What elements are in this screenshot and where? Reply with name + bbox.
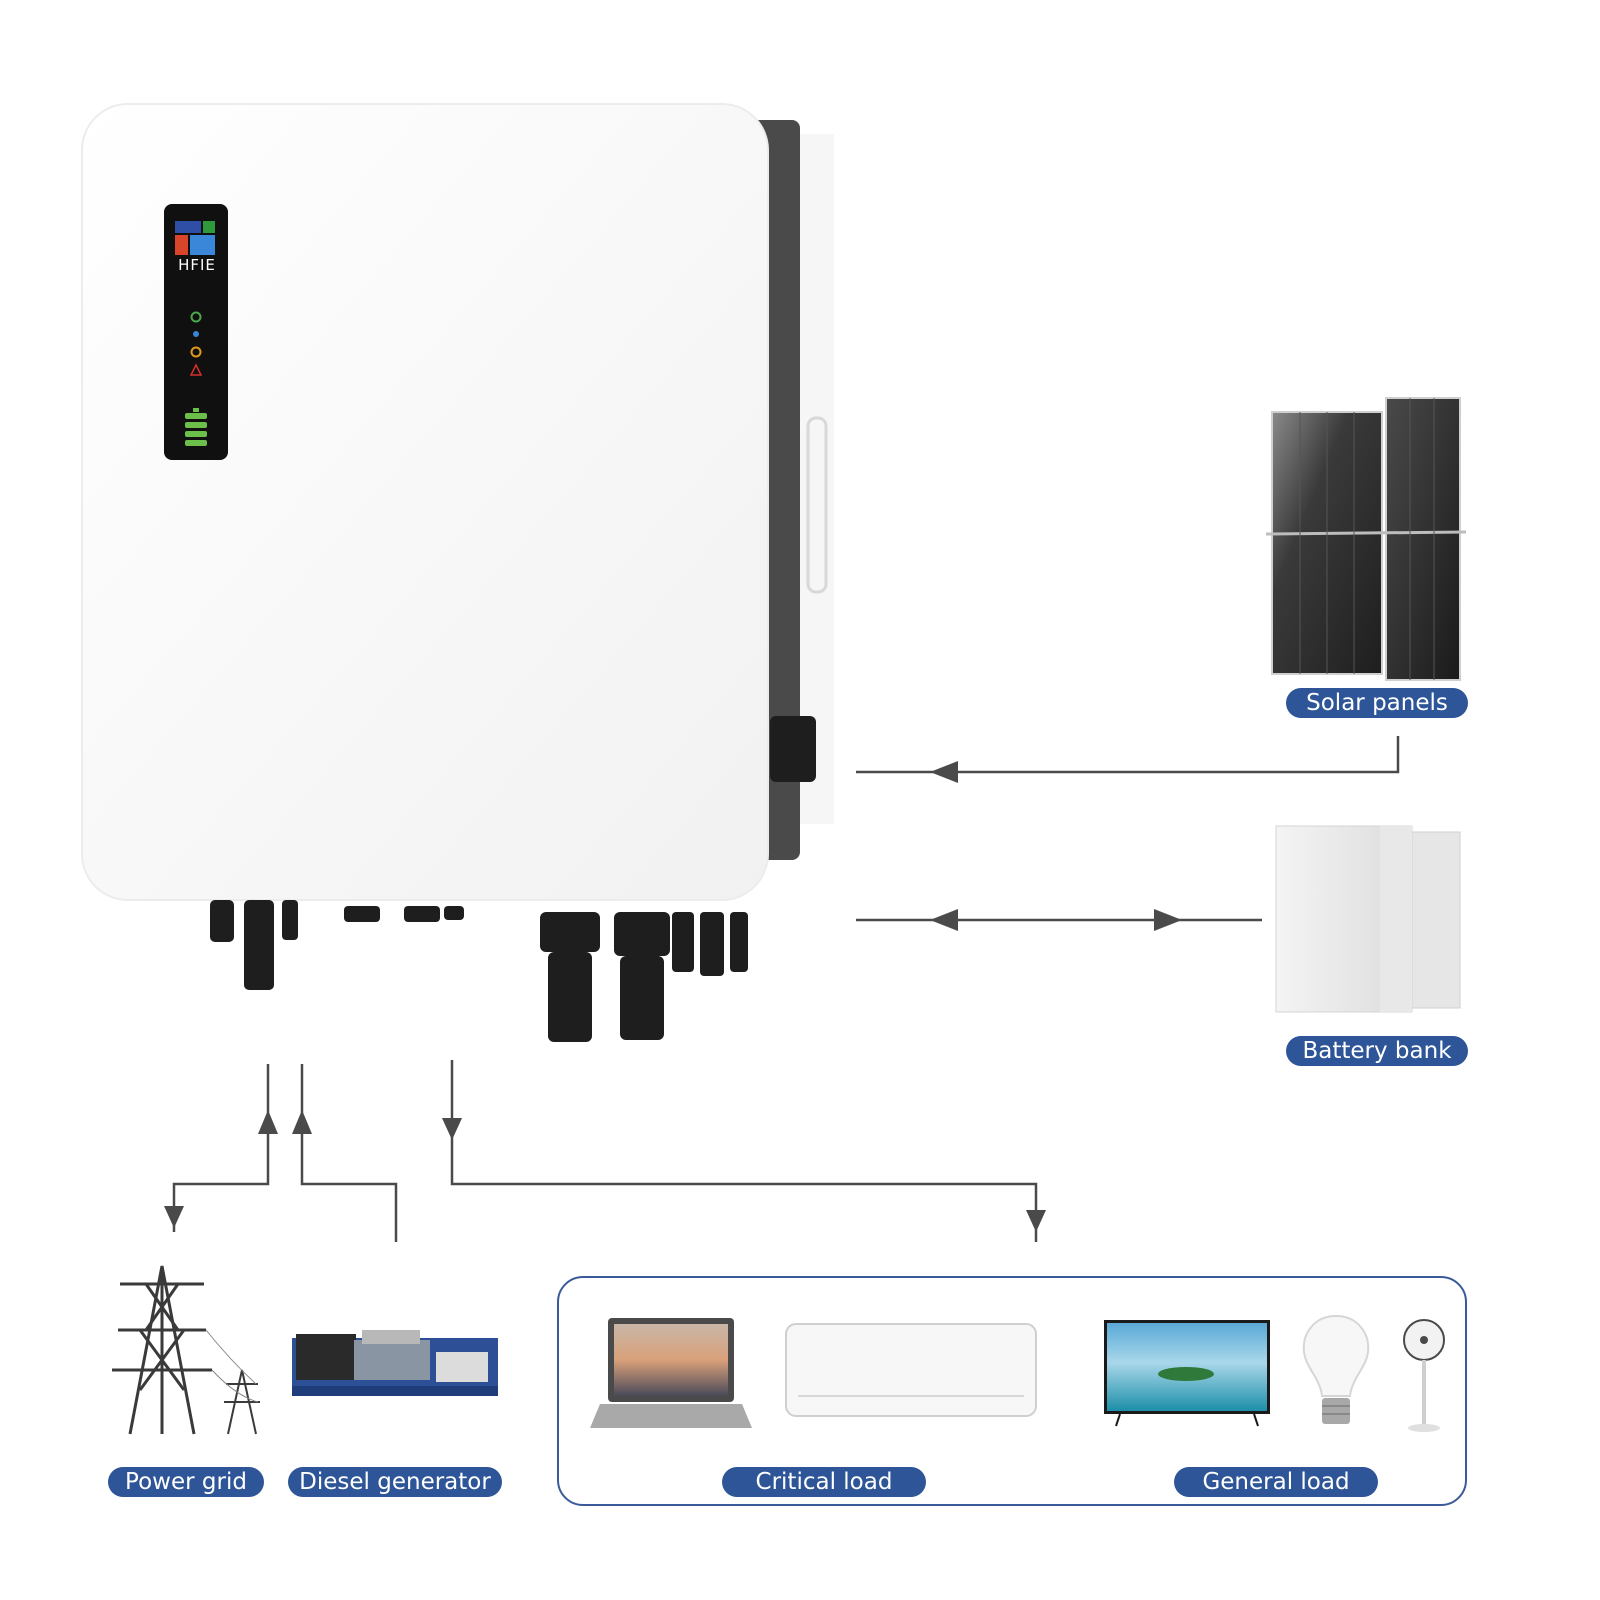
- battery-bank-label: Battery bank: [1286, 1036, 1468, 1066]
- arrow-heads: [164, 761, 1182, 1232]
- wifi-led-icon: [193, 331, 199, 337]
- solar-panels-label: Solar panels: [1286, 688, 1468, 718]
- grid-down-arrow-icon: [164, 1206, 184, 1228]
- power-led-icon: [190, 346, 202, 358]
- diesel-generator-label: Diesel generator: [288, 1467, 502, 1497]
- critical-load-label: Critical load: [722, 1467, 926, 1497]
- light-bulb-icon: [1302, 1314, 1370, 1424]
- battery-out-arrow-icon: [1154, 909, 1182, 931]
- warning-led-icon: [189, 363, 203, 376]
- side-connector: [770, 716, 816, 782]
- general-load-label: General load: [1174, 1467, 1378, 1497]
- load-end-arrow-icon: [1026, 1210, 1046, 1232]
- grid-flow-line: [172, 1064, 270, 1232]
- brand-name: HFIE: [178, 256, 216, 274]
- inverter-front: [81, 103, 769, 901]
- generator-up-arrow-icon: [292, 1110, 312, 1134]
- laptop-icon: [590, 1318, 752, 1428]
- solar-arrow-icon: [930, 761, 958, 783]
- diesel-generator-icon: [292, 1330, 498, 1396]
- power-grid-label: Power grid: [108, 1467, 264, 1497]
- load-flow-line: [450, 1060, 1038, 1242]
- battery-level-icon: [185, 408, 207, 446]
- power-tower-icon: [112, 1265, 260, 1435]
- bottom-connectors: [210, 900, 748, 1042]
- air-conditioner-icon: [785, 1323, 1037, 1417]
- grid-led-icon: [190, 311, 202, 323]
- inverter-image: [81, 103, 834, 1042]
- loads-group-box: [557, 1276, 1467, 1506]
- grid-up-arrow-icon: [258, 1110, 278, 1134]
- battery-bank-image: [1275, 825, 1461, 1013]
- television-icon: [1104, 1320, 1270, 1427]
- solar-panels-image: [1265, 397, 1467, 681]
- brand-logo-icon: [175, 221, 215, 255]
- fan-icon: [1403, 1319, 1445, 1432]
- battery-in-arrow-icon: [930, 909, 958, 931]
- generator-flow-line: [300, 1064, 398, 1242]
- load-down-arrow-icon: [442, 1118, 462, 1140]
- solar-flow-line: [856, 736, 1400, 774]
